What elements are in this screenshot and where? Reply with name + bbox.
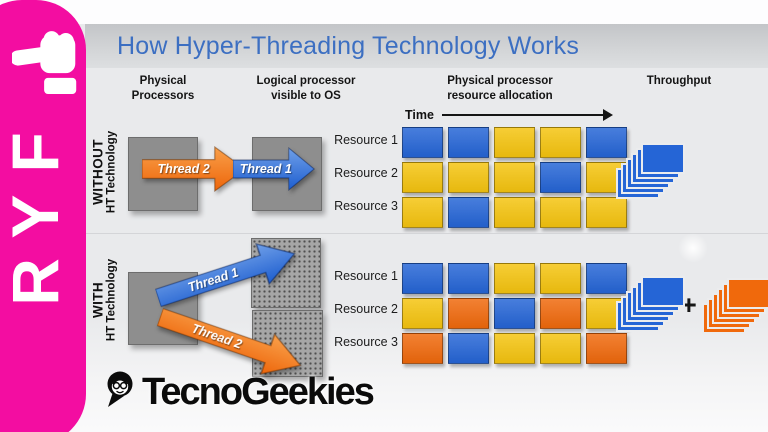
- resource-1-label-without: Resource 1: [334, 133, 398, 147]
- header-resource-allocation: Physical processor resource allocation: [447, 75, 553, 102]
- header-throughput: Throughput: [646, 75, 712, 87]
- thread2-arrow-label-with: Thread 2: [189, 321, 244, 352]
- throughput-stack-orange-with: [702, 278, 768, 338]
- resource-block-orange: [540, 298, 581, 329]
- resource-block-yellow: [402, 162, 443, 193]
- resource-block-blue: [448, 127, 489, 158]
- resource-block-yellow: [494, 333, 535, 364]
- time-label: Time: [405, 108, 434, 122]
- resource-block-yellow: [402, 298, 443, 329]
- resource-block-orange: [448, 298, 489, 329]
- thumbs-up-icon: [12, 31, 77, 94]
- resource-block-yellow: [402, 197, 443, 228]
- throughput-stack-blue-without: [616, 143, 686, 203]
- resource-block-blue: [540, 162, 581, 193]
- resource-grid-with: [402, 263, 627, 364]
- header-logical-processor: Logical processor visible to OS: [256, 75, 356, 102]
- resource-block-yellow: [494, 197, 535, 228]
- thread2-arrow-label: Thread 2: [157, 162, 210, 176]
- resource-block-yellow: [494, 127, 535, 158]
- resource-block-yellow: [448, 162, 489, 193]
- time-arrow-icon: [441, 109, 613, 121]
- resource-block-blue: [586, 263, 627, 294]
- resource-block-yellow: [540, 333, 581, 364]
- section-divider: [85, 233, 768, 234]
- section-label-without-ht: WITHOUT HT Technology: [90, 130, 118, 214]
- title-bar: How Hyper-Threading Technology Works: [85, 24, 768, 68]
- header-physical-processors: Physical Processors: [131, 75, 195, 102]
- resource-block-yellow: [540, 197, 581, 228]
- tecnogeekies-logo: TecnoGeekies: [106, 371, 375, 414]
- resource-block-orange: [586, 333, 627, 364]
- lens-flare: [678, 233, 708, 263]
- resource-block-blue: [448, 333, 489, 364]
- thread1-arrow-with: Thread 1: [151, 232, 302, 319]
- top-strip: [0, 0, 768, 24]
- banner-letters: RYF: [0, 110, 72, 306]
- section-label-with-ht: WITH HT Technology: [90, 258, 118, 342]
- resource-1-label-with: Resource 1: [334, 269, 398, 283]
- thread1-arrow-without: Thread 1: [233, 147, 315, 191]
- tecnogeekies-logo-icon: [107, 371, 133, 407]
- throughput-stack-blue-with: [616, 276, 686, 336]
- throughput-card-orange: [727, 278, 768, 309]
- resource-block-orange: [402, 333, 443, 364]
- resource-block-blue: [494, 298, 535, 329]
- throughput-card-blue: [641, 143, 685, 174]
- thread2-arrow-without: Thread 2: [142, 146, 246, 192]
- time-axis: Time: [405, 108, 613, 122]
- page-title: How Hyper-Threading Technology Works: [117, 31, 580, 60]
- thread2-arrow-with: Thread 2: [153, 296, 309, 386]
- resource-block-blue: [448, 197, 489, 228]
- resource-block-yellow: [540, 263, 581, 294]
- resource-2-label-with: Resource 2: [334, 302, 398, 316]
- tecnogeekies-logo-text: TecnoGeekies: [142, 371, 375, 413]
- resource-2-label-without: Resource 2: [334, 166, 398, 180]
- thread1-arrow-label: Thread 1: [239, 162, 292, 176]
- resource-block-blue: [448, 263, 489, 294]
- resource-3-label-without: Resource 3: [334, 199, 398, 213]
- resource-block-yellow: [586, 197, 627, 228]
- channel-banner: RYF: [0, 0, 86, 432]
- resource-block-blue: [402, 127, 443, 158]
- throughput-card-blue: [641, 276, 685, 307]
- resource-block-blue: [586, 127, 627, 158]
- resource-block-yellow: [540, 127, 581, 158]
- resource-block-yellow: [494, 263, 535, 294]
- resource-3-label-with: Resource 3: [334, 335, 398, 349]
- resource-block-yellow: [494, 162, 535, 193]
- resource-grid-without: [402, 127, 627, 228]
- resource-block-blue: [402, 263, 443, 294]
